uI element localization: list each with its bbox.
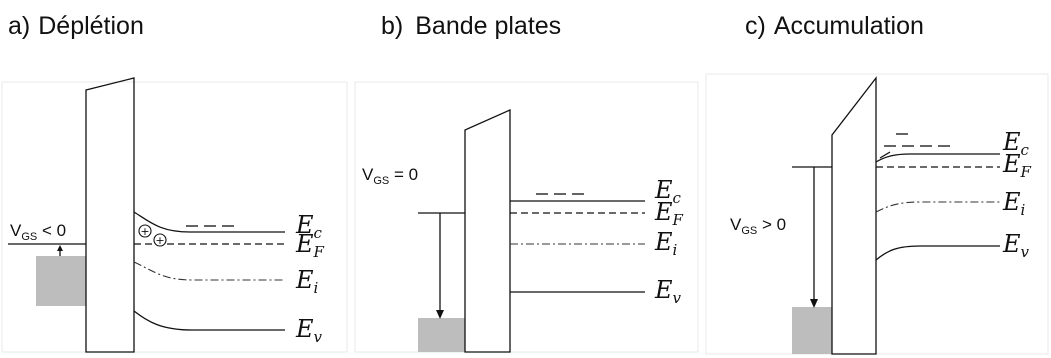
voltage-arrowhead (810, 299, 818, 308)
svg-text:+: + (140, 225, 149, 238)
panel-a-title: a)Déplétion (8, 12, 144, 40)
band-ec (133, 211, 285, 233)
voltage-label: VGS > 0 (730, 215, 786, 237)
panel-accumulation: c)Accumulation VGS > 0 Ec EF Ei Ev (705, 12, 1049, 355)
label-ec: Ec (654, 176, 682, 207)
label-ev: Ev (654, 276, 682, 307)
band-ei (875, 201, 1000, 213)
band-ec (875, 153, 1000, 163)
positive-charge: + (153, 233, 167, 247)
panel-c-title: c)Accumulation (745, 12, 924, 40)
panel-depletion: a)Déplétion VGS < 0 + + Ec EF E (1, 12, 348, 353)
voltage-arrowhead (436, 310, 444, 319)
voltage-label: VGS < 0 (10, 221, 66, 243)
oxide-barrier (831, 76, 877, 355)
oxide-barrier (464, 108, 511, 353)
voltage-label: VGS = 0 (362, 165, 418, 187)
panel-b-title: b)Bande plates (381, 12, 561, 40)
label-ef: EF (1002, 150, 1032, 181)
label-ei: Ei (1002, 188, 1026, 219)
label-ev: Ev (295, 315, 323, 346)
gate-metal (418, 318, 465, 352)
panel-a-frame (1, 81, 348, 353)
panel-c-frame (705, 73, 1049, 355)
carrier-dash (879, 151, 891, 159)
band-ev (133, 310, 285, 331)
panel-b-frame (354, 81, 699, 353)
label-ei: Ei (295, 266, 319, 297)
label-ei: Ei (654, 228, 678, 259)
band-ei (133, 261, 285, 281)
gate-metal (36, 256, 86, 306)
label-ef: EF (654, 198, 684, 229)
band-ev (875, 245, 1000, 261)
label-ev: Ev (1002, 230, 1030, 261)
svg-text:+: + (155, 234, 164, 247)
label-ec: Ec (1002, 128, 1030, 159)
positive-charge: + (138, 224, 152, 238)
panel-flat-bands: b)Bande plates VGS = 0 Ec EF Ei Ev (354, 12, 699, 353)
oxide-barrier (85, 77, 135, 353)
gate-metal (792, 307, 832, 354)
voltage-arrowhead (57, 245, 63, 251)
label-ef: EF (295, 230, 325, 261)
label-ec: Ec (295, 211, 323, 242)
